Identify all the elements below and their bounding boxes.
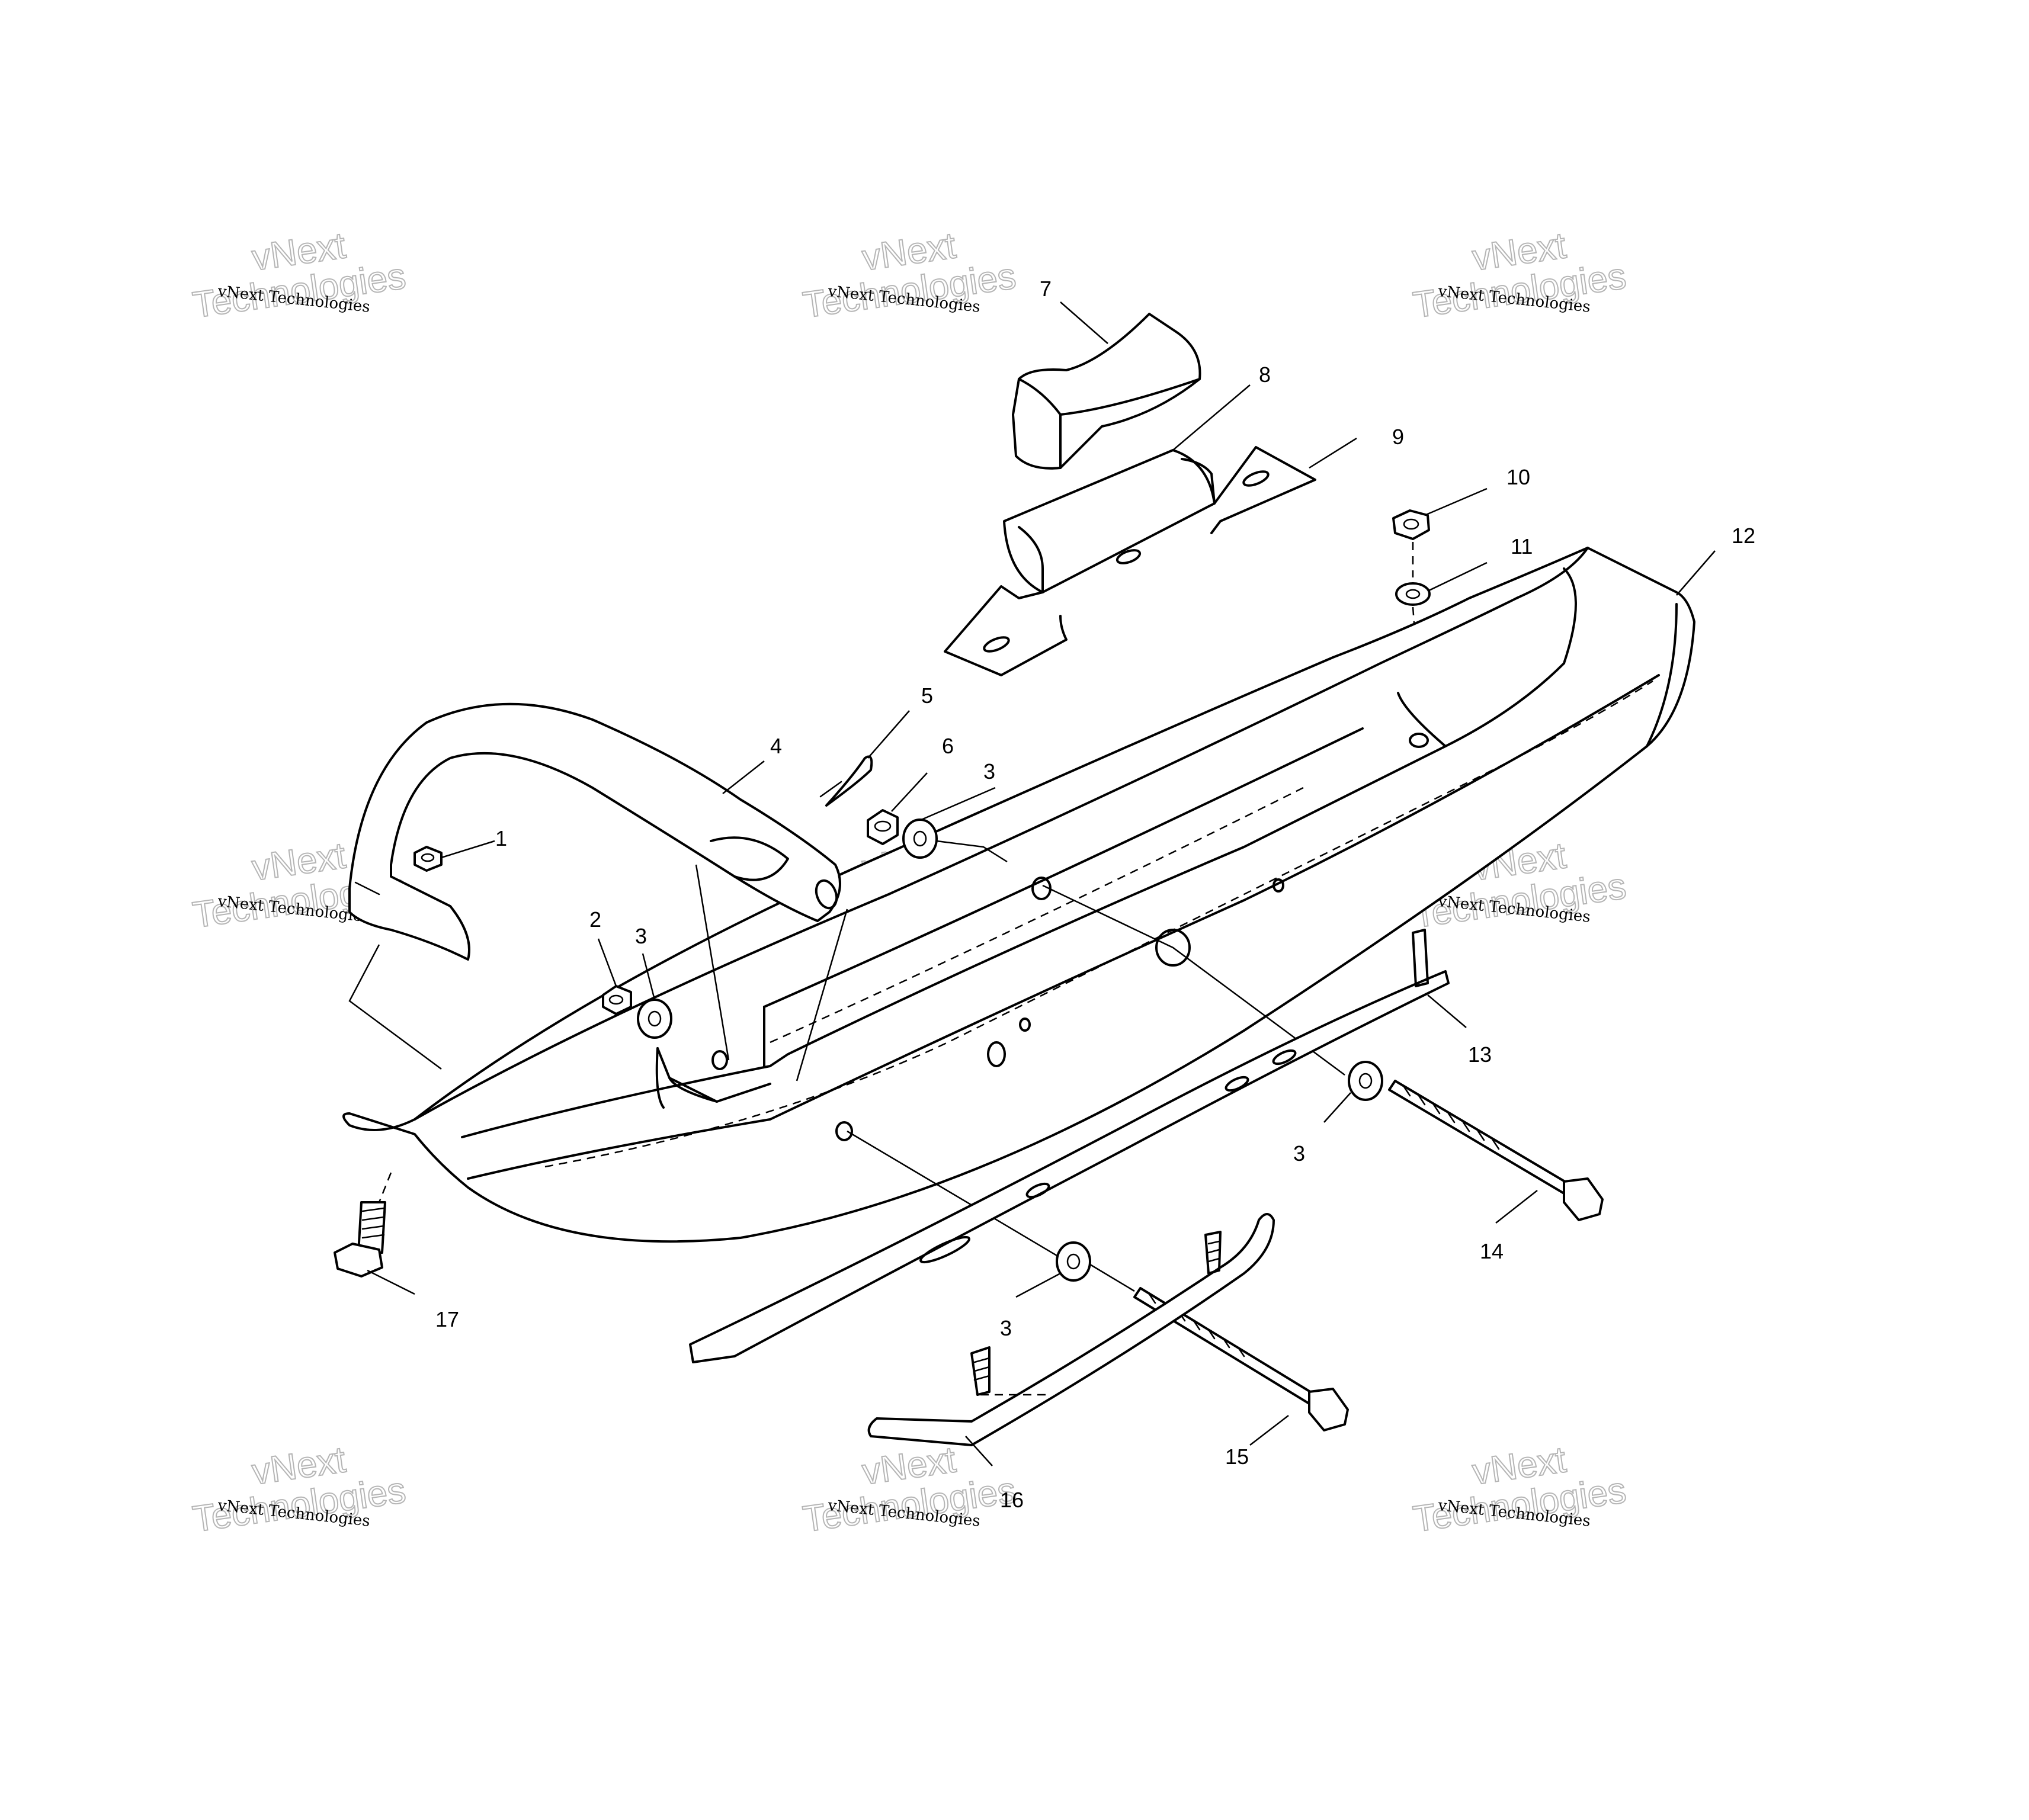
part-13-wear-bar: [689, 929, 1450, 1363]
part-16-carbide-runner: [867, 1213, 1275, 1446]
callout-12: 12: [1732, 524, 1755, 548]
part-10-nut: [1392, 509, 1430, 540]
watermark: Technologies vNext vNext Technologies: [190, 224, 409, 326]
part-3-washer-d: [1056, 1241, 1091, 1282]
part-4-handle-loop: [348, 702, 841, 961]
callout-2: 2: [589, 907, 601, 932]
part-9-mounting-plate: [944, 446, 1316, 676]
callout-13: 13: [1468, 1042, 1492, 1067]
callout-3: 3: [983, 759, 995, 784]
mount-hole: [835, 1121, 853, 1141]
callout-7: 7: [1040, 277, 1052, 301]
part-3-washer-b: [637, 999, 672, 1039]
part-8-saddle-channel: [1003, 449, 1216, 593]
callout-3: 3: [1000, 1316, 1012, 1340]
part-6-nut: [867, 809, 899, 845]
part-1-nut: [414, 846, 443, 872]
assembly-line: [695, 864, 730, 1061]
leader-washer-a: [936, 840, 1008, 863]
assembly-line: [796, 909, 848, 1081]
callout-16: 16: [1000, 1488, 1024, 1512]
watermark: Technologies vNext vNext Technologies: [800, 224, 1019, 326]
assembly-line: [847, 1130, 1057, 1257]
part-11-washer: [1395, 582, 1431, 606]
callout-8: 8: [1259, 362, 1271, 387]
callout-17: 17: [435, 1307, 459, 1331]
callout-14: 14: [1480, 1239, 1504, 1263]
part-5-cotter-pin: [819, 755, 873, 807]
callout-4: 4: [770, 734, 782, 758]
callout-3: 3: [1293, 1141, 1305, 1166]
part-3-washer-c: [1348, 1061, 1383, 1101]
mount-hole: [711, 1050, 728, 1070]
part-7-handle-grip: [1012, 313, 1201, 470]
watermark: Technologies vNext vNext Technologies: [1410, 224, 1629, 326]
callout-15: 15: [1225, 1445, 1249, 1469]
callout-1: 1: [495, 826, 507, 850]
mount-hole: [1019, 1017, 1031, 1032]
assembly-line: [1089, 1263, 1135, 1292]
mount-hole: [1409, 733, 1429, 748]
assembly-line: [378, 1172, 392, 1203]
part-2-nut: [602, 985, 632, 1015]
leader-lines: [367, 301, 1716, 1466]
mount-hole: [987, 1041, 1006, 1067]
callout-5: 5: [921, 683, 933, 708]
callout-9: 9: [1392, 425, 1404, 449]
watermark: Technologies vNext vNext Technologies: [190, 1439, 409, 1540]
watermark: Technologies vNext vNext Technologies: [1410, 1439, 1629, 1540]
mount-hole: [1272, 878, 1284, 893]
assembly-line: [348, 944, 442, 1070]
assembly-line: [1042, 884, 1345, 1076]
part-17-bolt: [334, 1201, 386, 1277]
callout-11: 11: [1511, 534, 1533, 558]
callout-3: 3: [635, 924, 647, 948]
callout-6: 6: [942, 734, 954, 758]
part-12-ski-body: [342, 547, 1695, 1243]
callout-10: 10: [1506, 465, 1530, 489]
part-14-bolt: [1388, 1080, 1604, 1221]
part-3-washer-a: [902, 818, 938, 859]
callouts: 1 2 3 3 3 3 4 5 6 7 8 9 10 11 12 13 14 1…: [435, 277, 1755, 1512]
watermark: Technologies vNext vNext Technologies: [800, 1439, 1019, 1540]
